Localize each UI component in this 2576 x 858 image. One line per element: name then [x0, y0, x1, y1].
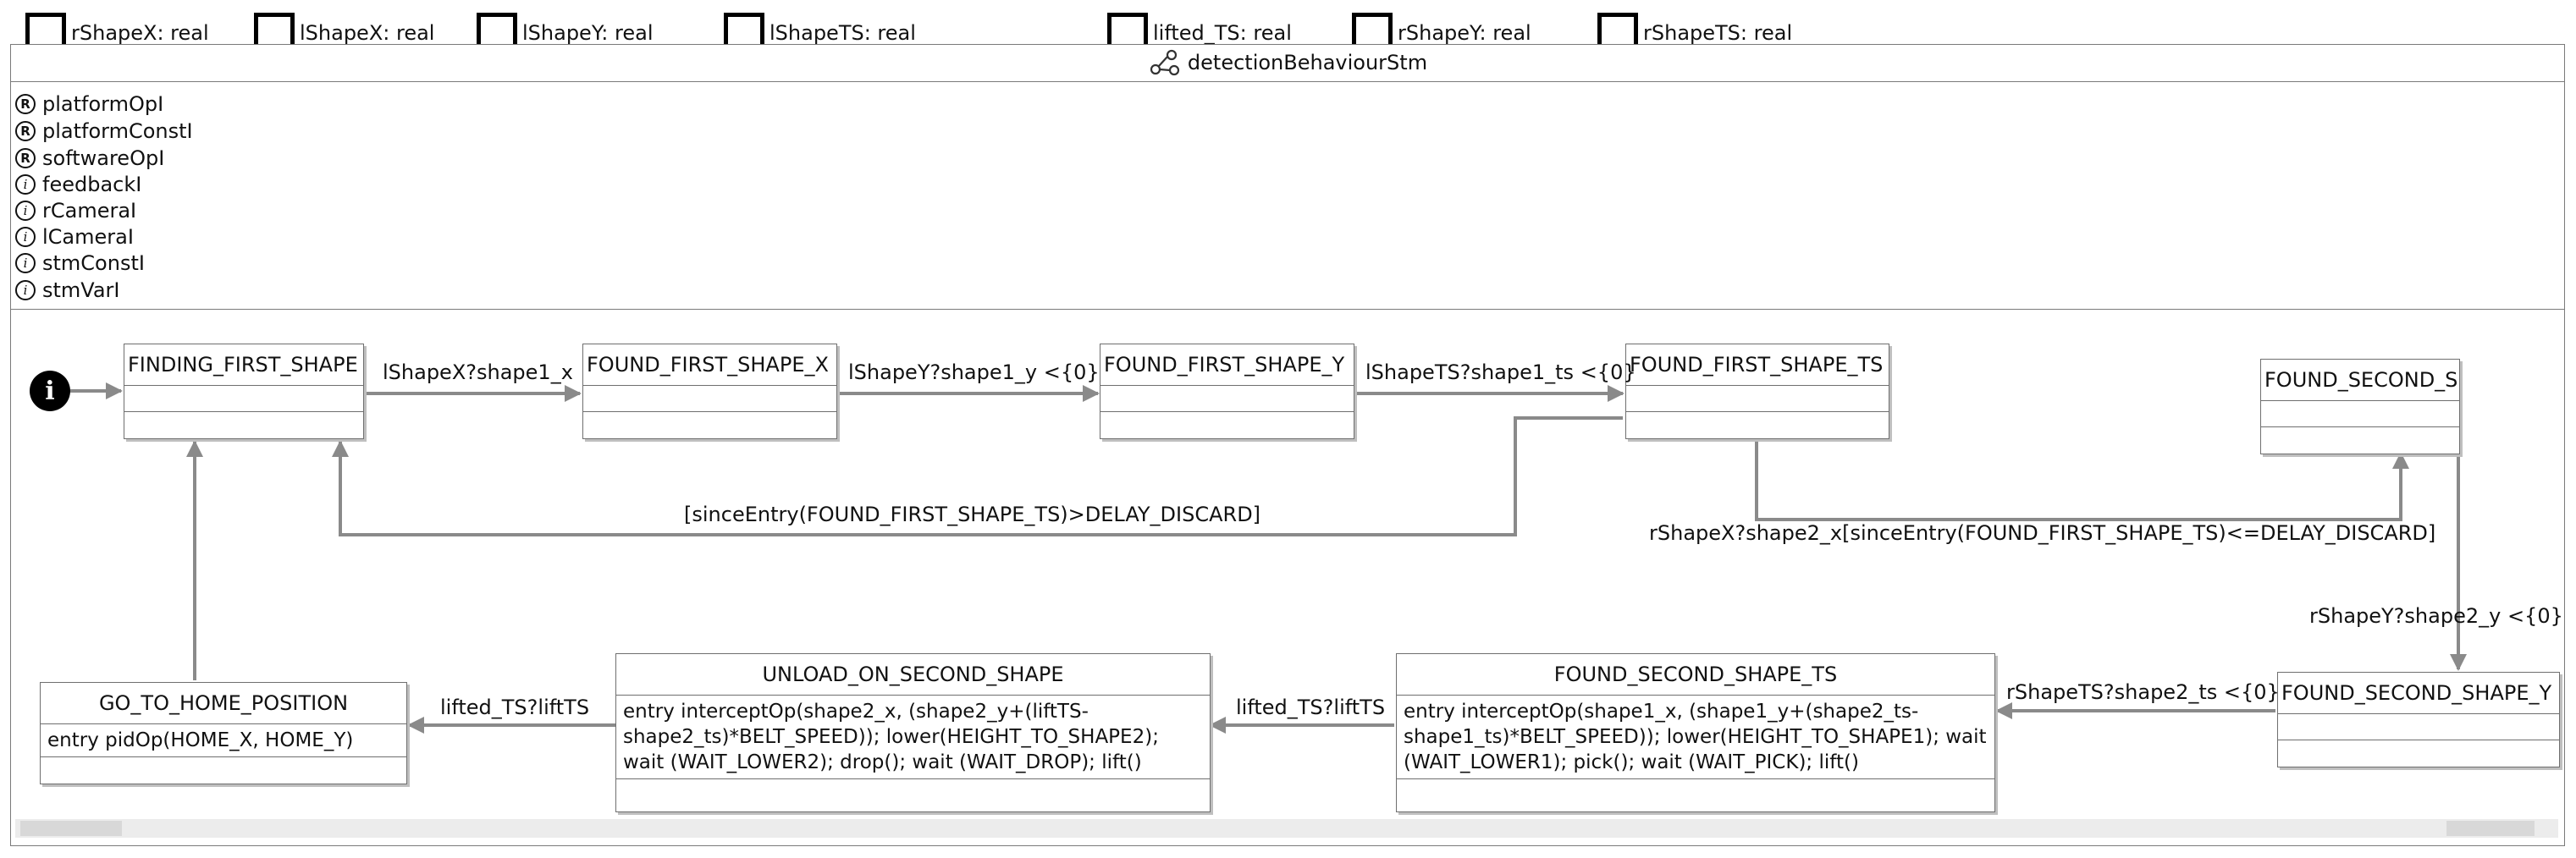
- initial-state-icon[interactable]: i: [30, 371, 70, 411]
- interface-name: feedbackI: [42, 173, 142, 196]
- scrollbar-thumb[interactable]: [20, 821, 122, 836]
- state-found-second-shape-x[interactable]: FOUND_SECOND_SHAPE_X: [2260, 359, 2460, 454]
- state-compartment: [1100, 412, 1354, 437]
- divider: [10, 81, 2565, 82]
- state-compartment: [124, 386, 363, 412]
- interface-name: stmConstI: [42, 251, 145, 275]
- edge-rshapex: [1755, 438, 2409, 521]
- transition-label[interactable]: [sinceEntry(FOUND_FIRST_SHAPE_TS)>DELAY_…: [684, 503, 1261, 526]
- info-interface-icon: i: [15, 227, 36, 247]
- state-name: FOUND_FIRST_SHAPE_X: [583, 344, 836, 386]
- required-interface-icon: R: [15, 148, 36, 168]
- state-compartment: [583, 412, 836, 437]
- state-compartment: [583, 386, 836, 412]
- divider: [10, 309, 2565, 310]
- info-interface-icon: i: [15, 280, 36, 300]
- state-go-to-home-position[interactable]: GO_TO_HOME_POSITION entry pidOp(HOME_X, …: [40, 682, 407, 784]
- state-found-first-shape-y[interactable]: FOUND_FIRST_SHAPE_Y: [1100, 344, 1354, 439]
- transition-label[interactable]: rShapeTS?shape2_ts <{0}: [2006, 680, 2280, 704]
- info-interface-icon: i: [15, 253, 36, 273]
- state-found-first-shape-x[interactable]: FOUND_FIRST_SHAPE_X: [582, 344, 837, 439]
- state-name: UNLOAD_ON_SECOND_SHAPE: [616, 654, 1210, 696]
- state-finding-first-shape[interactable]: FINDING_FIRST_SHAPE: [124, 344, 364, 439]
- state-found-first-shape-ts[interactable]: FOUND_FIRST_SHAPE_TS: [1625, 344, 1889, 439]
- transition-label[interactable]: lifted_TS?liftTS: [440, 696, 590, 719]
- state-compartment: [2261, 427, 2459, 453]
- interface-stmconsti[interactable]: i stmConstI: [15, 250, 145, 276]
- horizontal-scrollbar[interactable]: [15, 819, 2558, 838]
- state-name: FOUND_FIRST_SHAPE_Y: [1100, 344, 1354, 386]
- state-name: FOUND_SECOND_SHAPE_TS: [1397, 654, 1994, 696]
- interface-rcamerai[interactable]: i rCameraI: [15, 198, 136, 223]
- variable-label: lifted_TS: real: [1153, 21, 1292, 45]
- info-interface-icon: i: [15, 201, 36, 221]
- state-compartment: [1626, 412, 1889, 437]
- variable-label: lShapeTS: real: [769, 21, 916, 45]
- state-compartment: [616, 779, 1210, 796]
- interface-softwareopi[interactable]: R softwareOpI: [15, 146, 164, 171]
- variable-label: rShapeY: real: [1398, 21, 1531, 45]
- required-interface-icon: R: [15, 94, 36, 114]
- transition-label[interactable]: lShapeY?shape1_y <{0}: [848, 360, 1100, 384]
- state-machine-title: detectionBehaviourStm: [0, 44, 2576, 81]
- interface-name: softwareOpI: [42, 146, 165, 170]
- state-found-second-shape-y[interactable]: FOUND_SECOND_SHAPE_Y: [2277, 672, 2560, 767]
- state-found-second-shape-ts[interactable]: FOUND_SECOND_SHAPE_TS entry interceptOp(…: [1396, 653, 1995, 812]
- interface-lcamerai[interactable]: i lCameraI: [15, 224, 134, 250]
- interface-platformconsti[interactable]: R platformConstI: [15, 118, 193, 144]
- variable-label: rShapeX: real: [71, 21, 209, 45]
- state-name: FOUND_FIRST_SHAPE_TS: [1626, 344, 1889, 386]
- scrollbar-thumb[interactable]: [2446, 821, 2535, 836]
- transition-label[interactable]: lShapeTS?shape1_ts <{0}: [1365, 360, 1636, 384]
- state-name: FINDING_FIRST_SHAPE: [124, 344, 363, 386]
- state-unload-on-second-shape[interactable]: UNLOAD_ON_SECOND_SHAPE entry interceptOp…: [615, 653, 1211, 812]
- interface-platformopi[interactable]: R platformOpI: [15, 91, 163, 117]
- state-compartment: [1100, 386, 1354, 412]
- state-entry-action: entry interceptOp(shape2_x, (shape2_y+(l…: [616, 696, 1210, 779]
- transition-label[interactable]: rShapeY?shape2_y <{0}: [2309, 604, 2563, 628]
- interface-name: rCameraI: [42, 199, 137, 223]
- state-compartment: [1397, 779, 1994, 796]
- info-interface-icon: i: [15, 174, 36, 195]
- interface-stmvari[interactable]: i stmVarI: [15, 278, 120, 303]
- state-compartment: [2261, 401, 2459, 427]
- variable-rshapex[interactable]: rShapeX: real: [25, 8, 209, 58]
- variable-label: lShapeY: real: [522, 21, 654, 45]
- variable-label: lShapeX: real: [300, 21, 435, 45]
- state-compartment: [2278, 714, 2559, 740]
- state-compartment: [2278, 740, 2559, 766]
- interface-name: platformConstI: [42, 119, 193, 143]
- initial-glyph: i: [45, 376, 55, 406]
- state-compartment: [1626, 386, 1889, 412]
- required-interface-icon: R: [15, 121, 36, 141]
- interface-name: platformOpI: [42, 92, 164, 116]
- state-machine-icon: [1150, 49, 1180, 76]
- state-name: FOUND_SECOND_SHAPE_Y: [2278, 673, 2559, 714]
- state-name: GO_TO_HOME_POSITION: [41, 683, 406, 724]
- state-compartment: [124, 412, 363, 437]
- interface-name: lCameraI: [42, 225, 134, 249]
- variable-label: rShapeTS: real: [1643, 21, 1793, 45]
- transition-label[interactable]: lShapeX?shape1_x: [383, 360, 573, 384]
- state-compartment: [41, 757, 406, 774]
- transition-label[interactable]: rShapeX?shape2_x[sinceEntry(FOUND_FIRST_…: [1649, 521, 2436, 545]
- edge-discard: [332, 416, 1623, 536]
- state-machine-name: detectionBehaviourStm: [1187, 51, 1428, 74]
- state-name: FOUND_SECOND_SHAPE_X: [2261, 360, 2459, 401]
- interface-name: stmVarI: [42, 278, 120, 302]
- state-entry-action: entry interceptOp(shape1_x, (shape1_y+(s…: [1397, 696, 1994, 779]
- state-entry-action: entry pidOp(HOME_X, HOME_Y): [41, 724, 406, 757]
- transition-label[interactable]: lifted_TS?liftTS: [1236, 696, 1386, 719]
- interface-feedbacki[interactable]: i feedbackI: [15, 172, 141, 197]
- variable-rshapey[interactable]: rShapeY: real: [1352, 8, 1531, 58]
